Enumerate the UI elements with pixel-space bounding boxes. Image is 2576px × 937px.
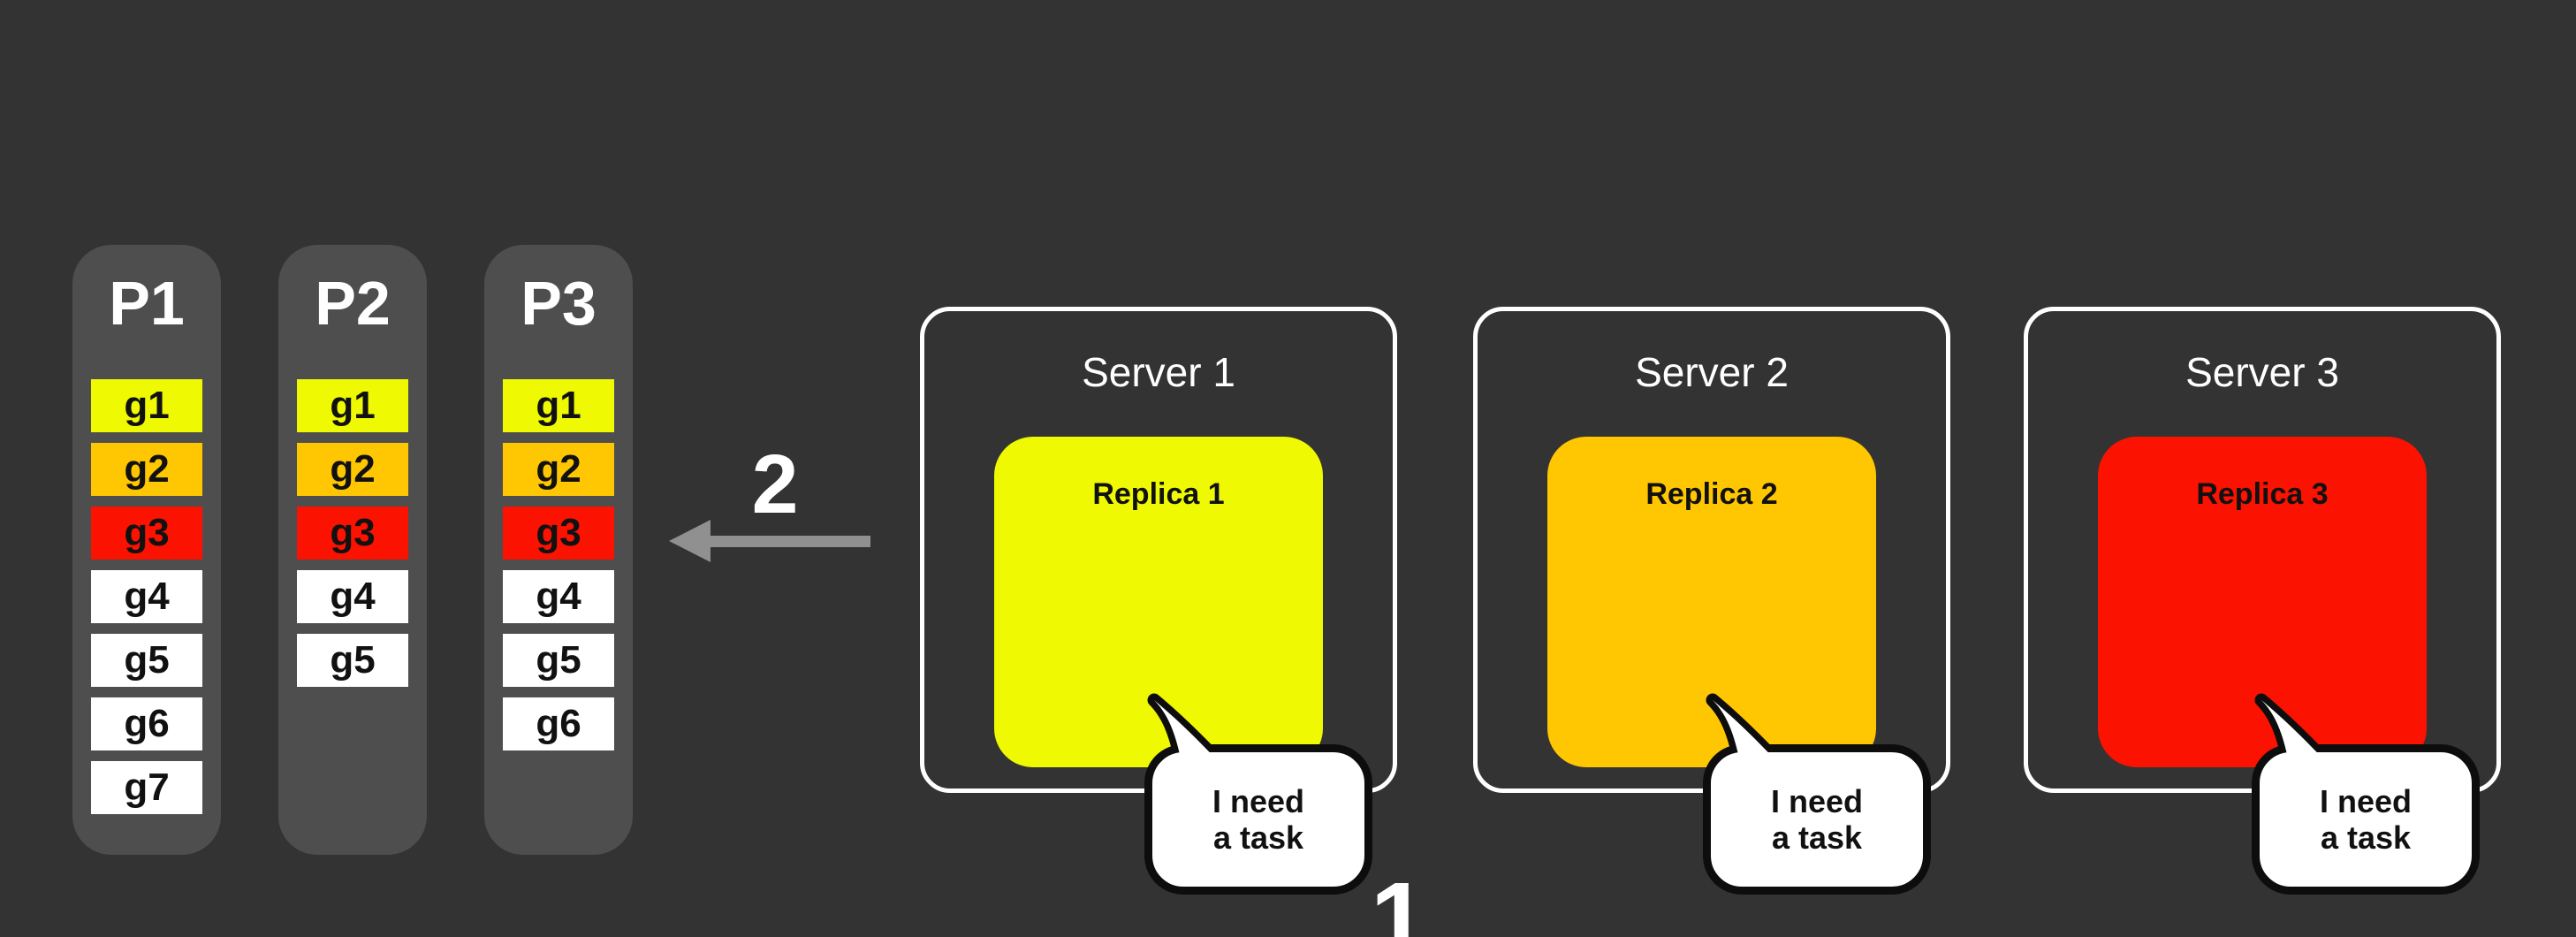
speech-bubble-body: I need a task	[1703, 744, 1931, 895]
speech-bubble-body: I need a task	[1144, 744, 1372, 895]
cell-p1-g3: g3	[91, 507, 202, 560]
partition-p1-cells: g1 g2 g3 g4 g5 g6 g7	[91, 379, 202, 825]
cell-p1-g1: g1	[91, 379, 202, 432]
replica-title: Replica 3	[2196, 477, 2329, 511]
bubble-text-line2: a task	[1212, 819, 1304, 856]
cell-p1-g5: g5	[91, 634, 202, 687]
server-title: Server 1	[1082, 349, 1235, 395]
pull-arrow-head-icon	[669, 520, 710, 562]
cell-p3-g1: g1	[503, 379, 614, 432]
cell-p3-g2: g2	[503, 443, 614, 496]
pull-arrow-line	[705, 536, 870, 547]
speech-bubble-3: I need a task	[2252, 693, 2480, 897]
cell-p2-g1: g1	[297, 379, 408, 432]
cell-p2-g3: g3	[297, 507, 408, 560]
replica-title: Replica 1	[1092, 477, 1225, 511]
step-2-label: 2	[751, 438, 799, 531]
bubble-tail-fill	[1154, 700, 1224, 767]
cell-p1-g6: g6	[91, 697, 202, 750]
replica-title: Replica 2	[1645, 477, 1778, 511]
cell-p3-g4: g4	[503, 570, 614, 623]
partition-title: P2	[315, 269, 391, 338]
bubble-tail-fill	[2261, 700, 2331, 767]
partition-p3-cells: g1 g2 g3 g4 g5 g6	[503, 379, 614, 761]
partition-column-p1: P1 g1 g2 g3 g4 g5 g6 g7	[72, 245, 221, 855]
cell-p1-g4: g4	[91, 570, 202, 623]
cell-p1-g2: g2	[91, 443, 202, 496]
partition-column-p2: P2 g1 g2 g3 g4 g5	[278, 245, 427, 855]
replica-box-2: Replica 2	[1547, 437, 1876, 767]
speech-bubble-1: I need a task	[1144, 693, 1372, 897]
cell-p3-g5: g5	[503, 634, 614, 687]
bubble-text-line1: I need	[2319, 783, 2413, 819]
server-title: Server 3	[2185, 349, 2339, 395]
partition-title: P1	[109, 269, 185, 338]
cell-p2-g4: g4	[297, 570, 408, 623]
bubble-text-line1: I need	[1770, 783, 1864, 819]
step-1-label: 1	[1370, 861, 1428, 937]
speech-bubble-body: I need a task	[2252, 744, 2480, 895]
bubble-text-line2: a task	[1771, 819, 1863, 856]
bubble-text-line2: a task	[2320, 819, 2412, 856]
partition-title: P3	[521, 269, 597, 338]
server-box-3: Server 3 Replica 3	[2024, 307, 2501, 793]
cell-p3-g3: g3	[503, 507, 614, 560]
bubble-tail-fill	[1713, 700, 1782, 767]
server-title: Server 2	[1635, 349, 1789, 395]
cell-p1-g7: g7	[91, 761, 202, 814]
partition-column-p3: P3 g1 g2 g3 g4 g5 g6	[484, 245, 633, 855]
partition-p2-cells: g1 g2 g3 g4 g5	[297, 379, 408, 697]
cell-p2-g2: g2	[297, 443, 408, 496]
bubble-text-line1: I need	[1212, 783, 1305, 819]
cell-p3-g6: g6	[503, 697, 614, 750]
replica-box-3: Replica 3	[2098, 437, 2427, 767]
cell-p2-g5: g5	[297, 634, 408, 687]
speech-bubble-2: I need a task	[1703, 693, 1931, 897]
